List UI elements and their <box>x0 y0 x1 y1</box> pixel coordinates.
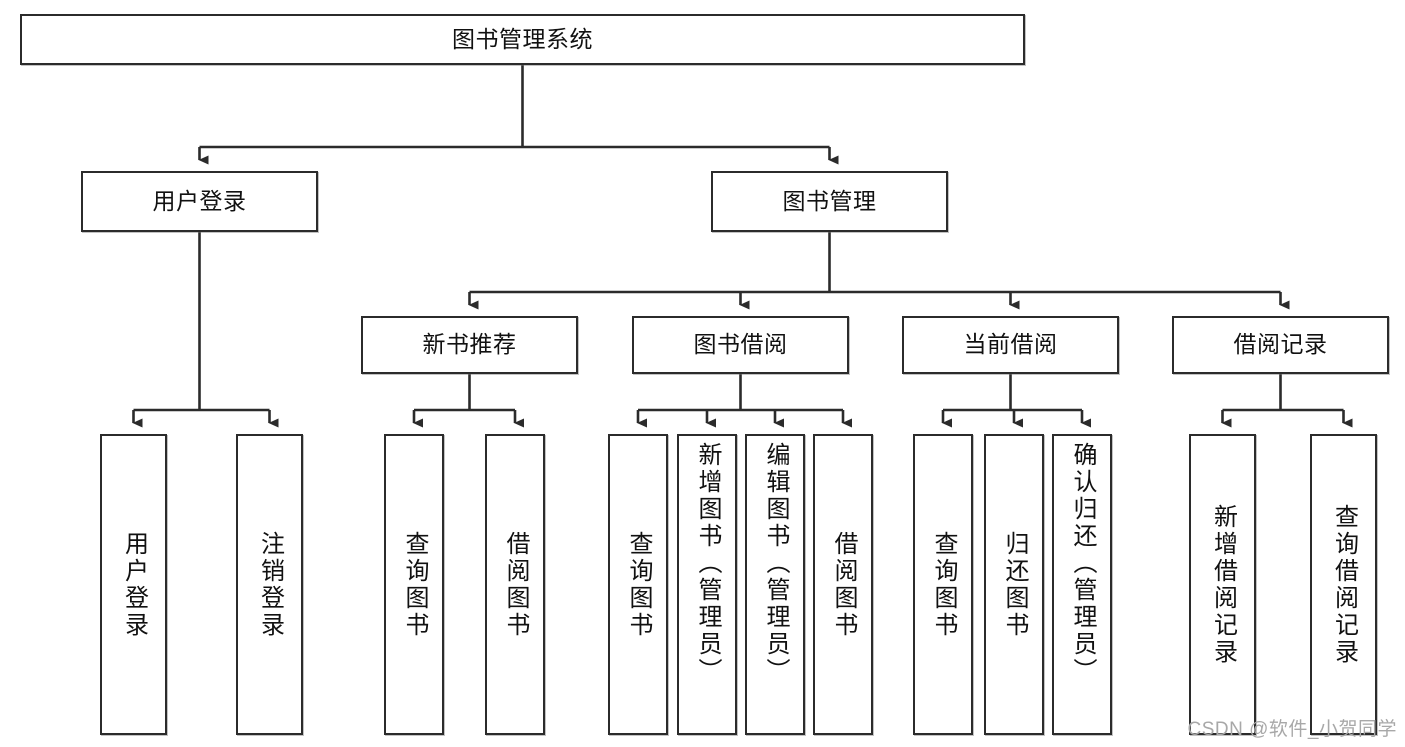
node-leaf-return-book[interactable]: 归还图书 <box>984 434 1044 735</box>
node-leaf-edit-book[interactable]: 编辑图书（管理员） <box>745 434 805 735</box>
node-leaf-query-book-rec[interactable]: 查询图书 <box>384 434 444 735</box>
node-label: 确认归还（管理员） <box>1069 442 1096 685</box>
node-book-manage[interactable]: 图书管理 <box>711 171 948 232</box>
node-user-login[interactable]: 用户登录 <box>81 171 318 232</box>
node-label: 借阅图书 <box>830 530 857 639</box>
node-leaf-logout[interactable]: 注销登录 <box>236 434 303 735</box>
node-label: 图书管理 <box>782 187 877 214</box>
node-label: 新书推荐 <box>422 331 517 358</box>
node-label: 新增图书（管理员） <box>694 442 721 685</box>
node-book-borrow[interactable]: 图书借阅 <box>632 316 849 374</box>
node-leaf-add-book[interactable]: 新增图书（管理员） <box>677 434 737 735</box>
node-label: 用户登录 <box>152 187 247 214</box>
node-label: 图书借阅 <box>693 331 788 358</box>
node-leaf-query-book-cur[interactable]: 查询图书 <box>913 434 973 735</box>
node-label: 借阅记录 <box>1233 331 1328 358</box>
node-leaf-query-book-borrow[interactable]: 查询图书 <box>608 434 668 735</box>
watermark-text: CSDN @软件_小贺同学 <box>1187 719 1397 740</box>
node-label: 归还图书 <box>1001 530 1028 639</box>
node-label: 查询借阅记录 <box>1330 503 1358 666</box>
node-leaf-borrow-book[interactable]: 借阅图书 <box>813 434 873 735</box>
node-label: 查询图书 <box>625 530 652 639</box>
node-leaf-query-record[interactable]: 查询借阅记录 <box>1310 434 1377 735</box>
node-leaf-user-login[interactable]: 用户登录 <box>100 434 167 735</box>
node-leaf-confirm-return[interactable]: 确认归还（管理员） <box>1052 434 1112 735</box>
node-label: 查询图书 <box>930 530 957 639</box>
node-label: 用户登录 <box>120 530 148 639</box>
node-current-borrow[interactable]: 当前借阅 <box>902 316 1119 374</box>
node-label: 借阅图书 <box>502 530 529 639</box>
node-leaf-borrow-book-rec[interactable]: 借阅图书 <box>485 434 545 735</box>
node-leaf-add-record[interactable]: 新增借阅记录 <box>1189 434 1256 735</box>
node-label: 新增借阅记录 <box>1209 503 1237 666</box>
node-label: 编辑图书（管理员） <box>762 442 789 685</box>
node-label: 注销登录 <box>256 530 284 639</box>
node-label: 查询图书 <box>401 530 428 639</box>
node-root-book-management-system[interactable]: 图书管理系统 <box>20 14 1025 65</box>
node-new-book-rec[interactable]: 新书推荐 <box>361 316 578 374</box>
node-label: 图书管理系统 <box>452 25 593 52</box>
node-borrow-record[interactable]: 借阅记录 <box>1172 316 1389 374</box>
node-label: 当前借阅 <box>963 331 1058 358</box>
